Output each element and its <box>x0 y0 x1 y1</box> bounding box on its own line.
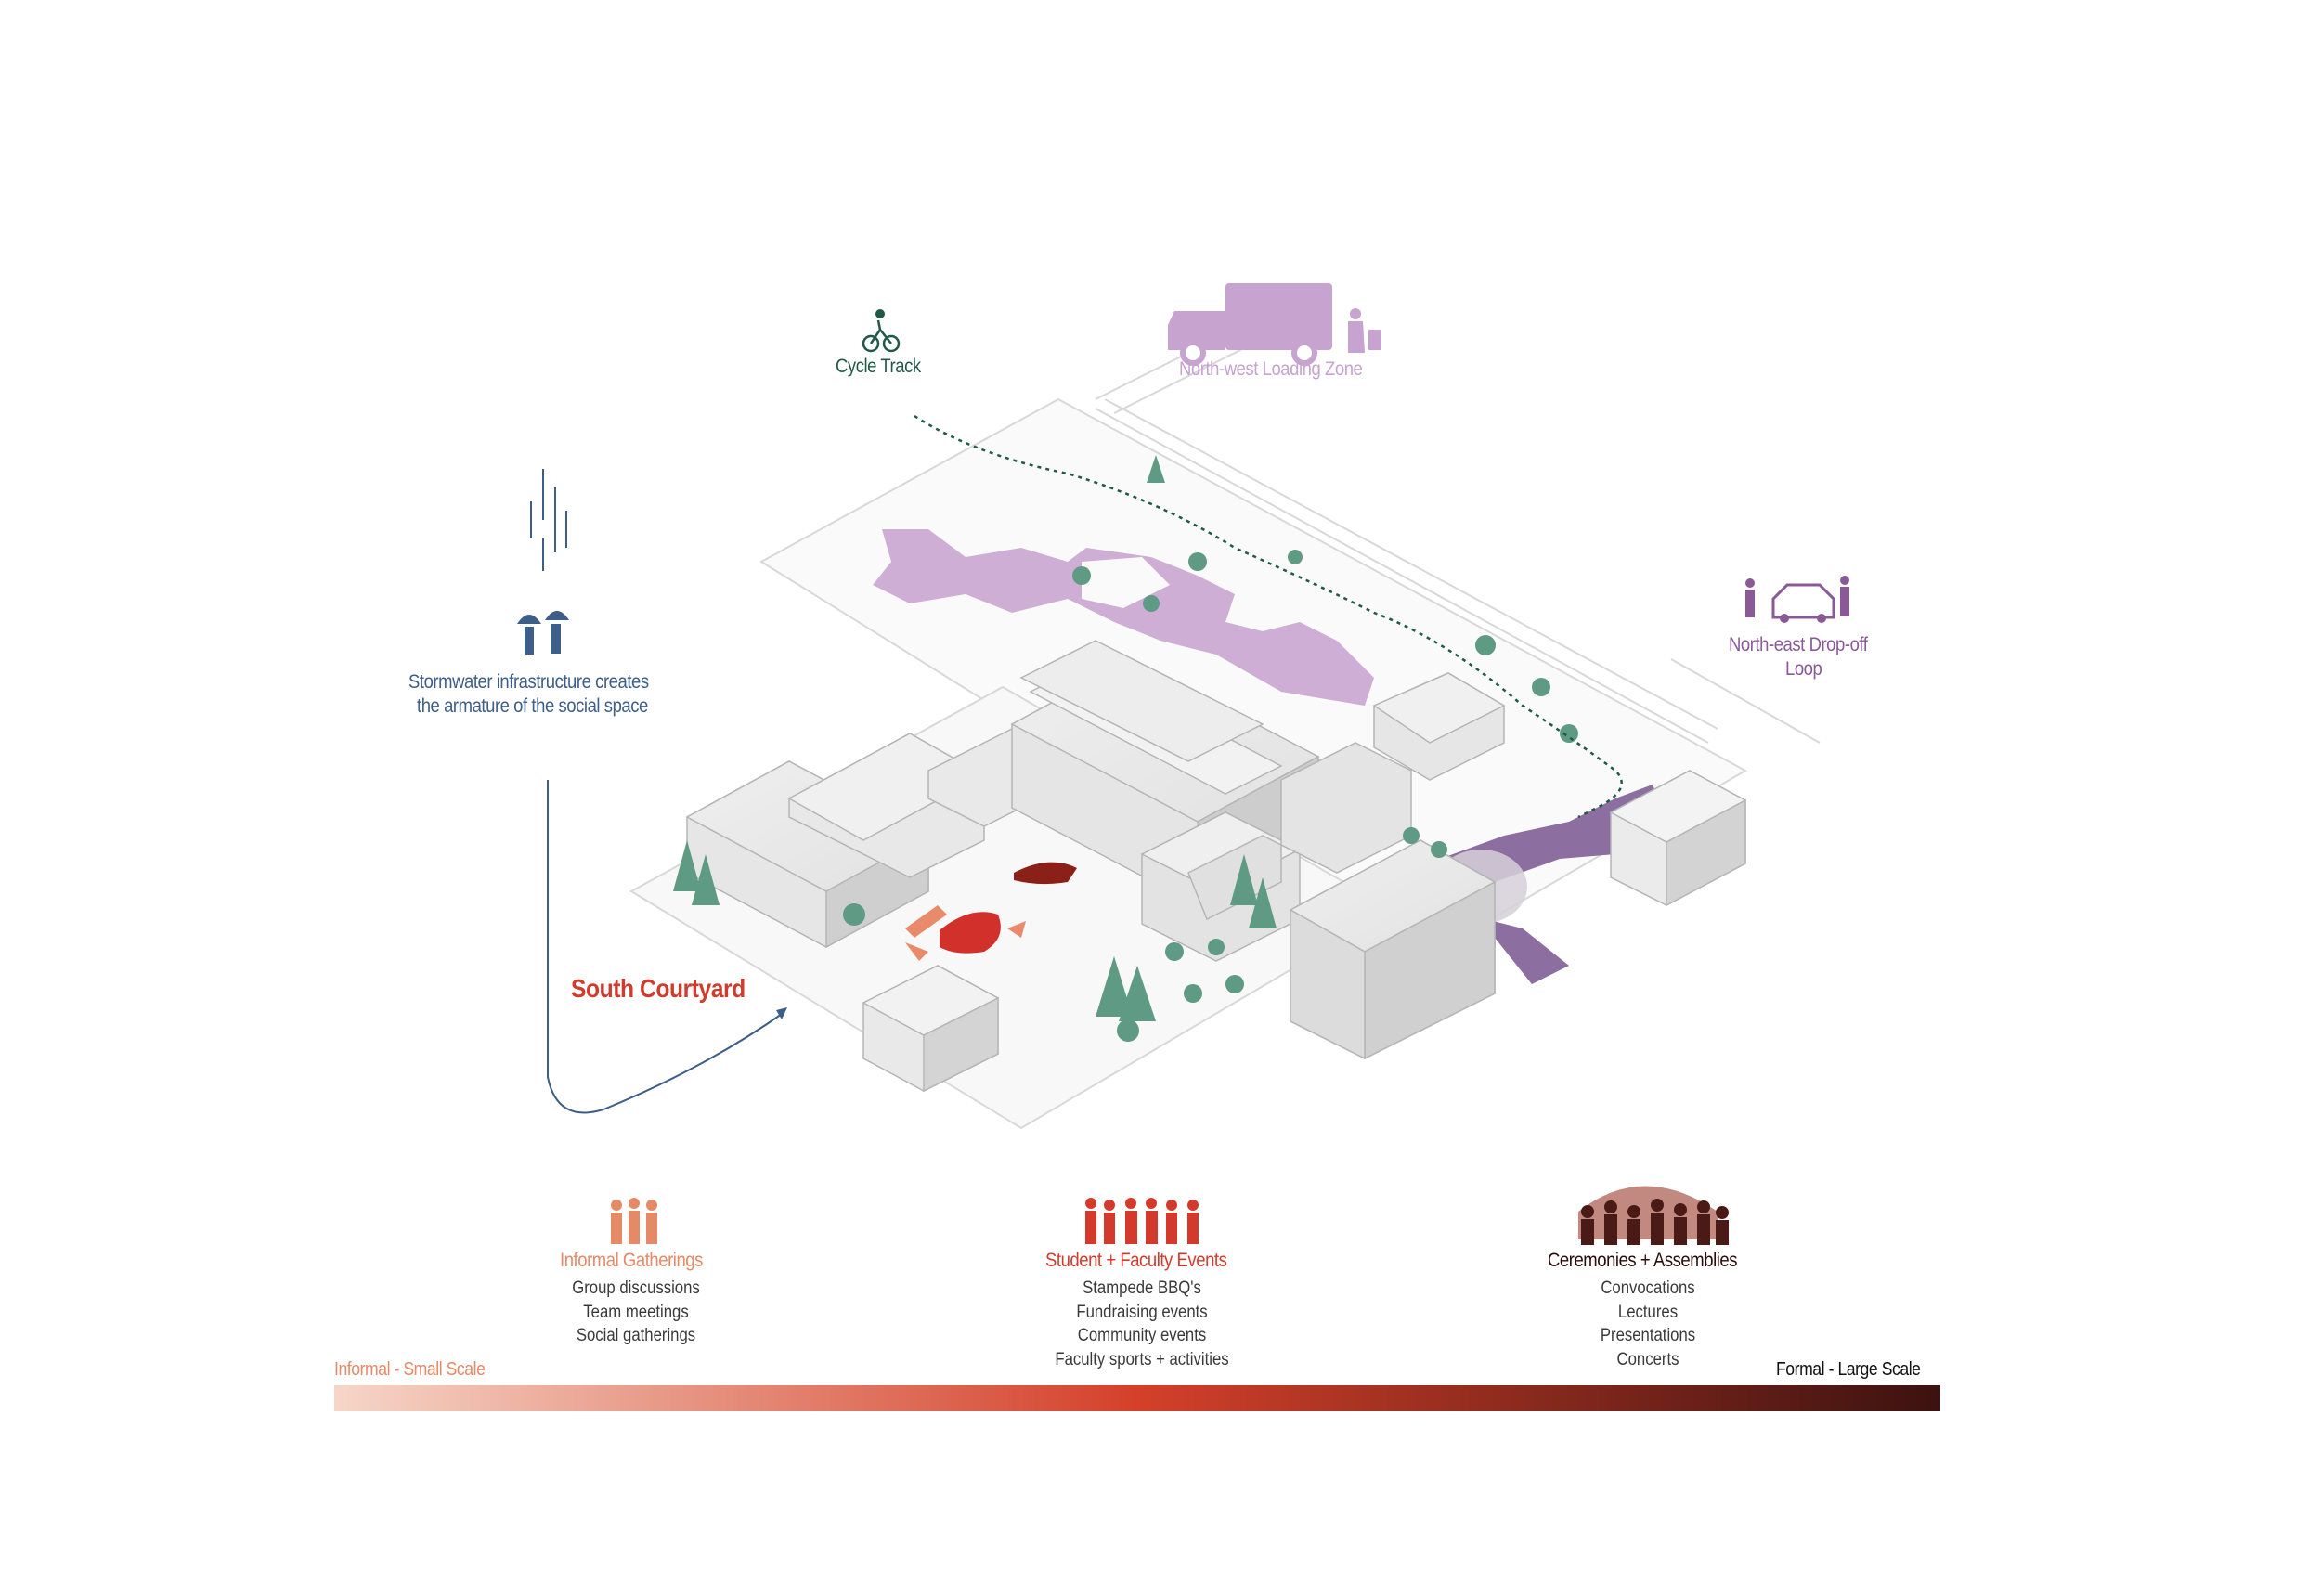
scale-left-label: Informal - Small Scale <box>334 1359 486 1380</box>
list-item: Fundraising events <box>1076 1302 1208 1322</box>
list-item: Stampede BBQ's <box>1083 1278 1201 1298</box>
list-item: Social gatherings <box>576 1326 696 1345</box>
dropoff-label-line2: Loop <box>1785 658 1822 680</box>
category-list-informal: Group discussions Team meetings Social g… <box>558 1277 713 1348</box>
buildings <box>685 640 1747 1093</box>
rain-icon <box>530 469 567 571</box>
stormwater-arrow <box>547 780 785 1114</box>
trees <box>673 455 1578 1042</box>
list-item: Team meetings <box>583 1302 689 1322</box>
list-item: Convocations <box>1601 1278 1695 1298</box>
scale-gradient-bar <box>334 1385 1940 1411</box>
category-list-student: Stampede BBQ's Fundraising events Commun… <box>1044 1277 1239 1371</box>
loading-zone-area <box>873 529 1374 706</box>
list-item: Concerts <box>1616 1349 1679 1369</box>
scale-right-label: Formal - Large Scale <box>1776 1359 1921 1380</box>
list-item: Community events <box>1077 1326 1207 1345</box>
list-item: Group discussions <box>572 1278 700 1298</box>
category-list-ceremony: Convocations Lectures Presentations Conc… <box>1570 1277 1725 1371</box>
umbrella-people-icon <box>517 611 569 655</box>
celebration-crowd-icon <box>1578 1186 1729 1245</box>
hand-truck-worker-icon <box>1348 308 1381 353</box>
list-item: Faculty sports + activities <box>1055 1349 1229 1369</box>
dropoff-label-line1: North-east Drop-off <box>1729 634 1868 655</box>
car-dropoff-icon <box>1745 576 1849 623</box>
people-group-icon <box>611 1198 657 1244</box>
arrow-head <box>776 1007 787 1019</box>
stormwater-label-line1: Stormwater infrastructure creates <box>408 671 649 693</box>
cycle-track-path <box>914 414 1623 819</box>
courtyard-features <box>905 862 1077 961</box>
cycle-track-label: Cycle Track <box>836 356 921 377</box>
stormwater-label-line2: the armature of the social space <box>417 695 648 717</box>
list-item: Lectures <box>1617 1302 1679 1322</box>
category-title-student: Student + Faculty Events <box>1045 1250 1227 1271</box>
crowd-icon <box>1085 1198 1199 1244</box>
list-item: Presentations <box>1600 1326 1696 1345</box>
category-title-informal: Informal Gatherings <box>560 1250 703 1271</box>
category-title-ceremony: Ceremonies + Assemblies <box>1548 1250 1738 1271</box>
loading-zone-label: North-west Loading Zone <box>1179 358 1363 380</box>
cyclist-icon <box>862 309 901 353</box>
delivery-truck-icon <box>1168 283 1332 366</box>
south-courtyard-label: South Courtyard <box>571 974 746 1003</box>
